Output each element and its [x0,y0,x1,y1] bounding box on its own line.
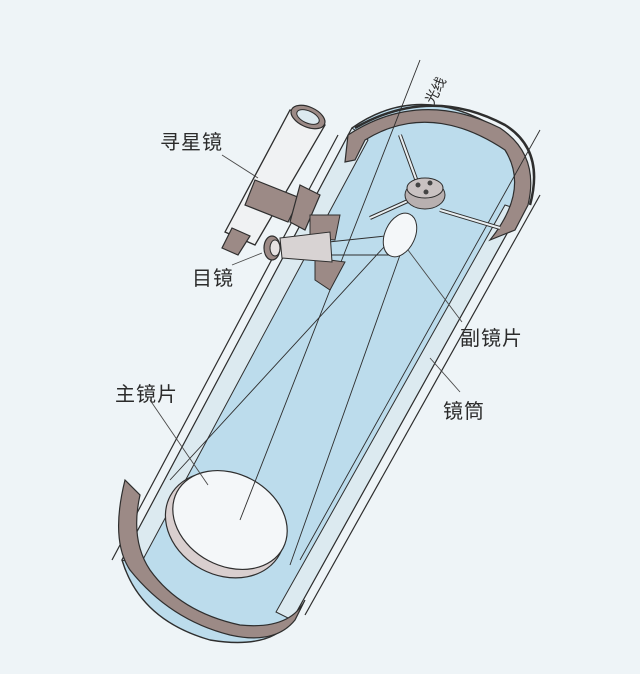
label-tube: 镜筒 [443,399,485,423]
eyepiece-focuser [263,214,346,291]
telescope-tube [111,103,541,644]
finder-scope [221,104,326,256]
primary-mirror [164,469,288,579]
base-ring [118,478,306,639]
label-eyepiece: 目镜 [192,266,234,290]
secondary-mirror-assembly [369,134,501,258]
label-secondary-mirror: 副镜片 [460,326,523,350]
label-finder-scope: 寻星镜 [160,130,223,154]
leader-lines [149,154,463,486]
front-ring [344,104,536,242]
label-primary-mirror: 主镜片 [115,382,178,406]
